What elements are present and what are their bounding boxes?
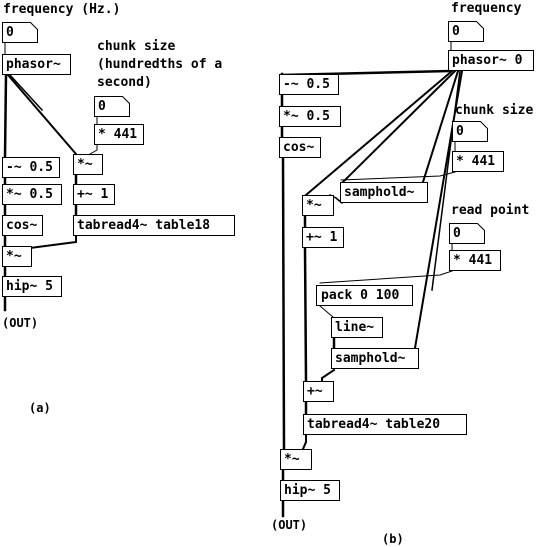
right-caption: (b) [382,532,404,546]
cord [431,70,461,291]
right-cos-object[interactable]: cos~ [279,137,321,158]
cord [281,156,286,451]
left-mul-05-object[interactable]: *~ 0.5 [2,184,62,205]
left-hip-object[interactable]: hip~ 5 [2,276,62,297]
left-frequency-number-box[interactable]: 0 [2,22,38,43]
right-mul-05-object[interactable]: *~ 0.5 [279,106,341,127]
cord [321,368,336,382]
number-box-outline [448,21,484,42]
left-mul-sig-a-object[interactable]: *~ [73,154,103,175]
right-plus-1-object[interactable]: +~ 1 [302,227,344,248]
cord [3,73,8,159]
number-box-outline [449,223,485,244]
left-frequency-label: frequency (Hz.) [3,2,121,17]
cord [8,73,44,112]
right-hip-object[interactable]: hip~ 5 [280,480,340,501]
right-read-point-label: read point [451,203,530,218]
right-read-point-number-box[interactable]: 0 [449,223,485,244]
number-box-outline [452,121,488,142]
number-box-value: 0 [453,226,461,241]
left-tabread4-object[interactable]: tabread4~ table18 [73,215,235,236]
cord [89,143,98,155]
left-phasor-object[interactable]: phasor~ [2,54,71,75]
right-pack-object[interactable]: pack 0 100 [316,285,413,306]
left-chunk-label-line3: second) [97,75,152,90]
right-phasor-object[interactable]: phasor~ 0 [448,50,534,71]
right-tabread4-object[interactable]: tabread4~ table20 [303,414,467,435]
left-chunk-label-line2: (hundredths of a [97,57,223,72]
right-mul-441-b-object[interactable]: * 441 [449,250,501,271]
number-box-value: 0 [452,24,460,39]
left-caption: (a) [29,401,51,415]
cord [28,235,77,250]
right-plus-sig-object[interactable]: +~ [303,381,334,402]
cord [319,270,453,284]
right-chunk-number-box[interactable]: 0 [452,121,488,142]
right-mul-sig-a-object[interactable]: *~ [302,195,334,216]
cord [304,69,454,197]
right-samphold-a-object[interactable]: samphold~ [340,182,428,203]
cord [6,73,78,156]
number-box-value: 0 [456,124,464,139]
left-chunk-number-box[interactable]: 0 [94,96,130,117]
cord [421,69,460,184]
number-box-value: 0 [98,99,106,114]
right-samphold-b-object[interactable]: samphold~ [331,348,419,369]
cord [340,171,456,181]
number-box-value: 0 [6,25,14,40]
left-out-label: (OUT) [2,316,39,330]
right-out-label: (OUT) [271,518,308,532]
right-mul-sig-b-object[interactable]: *~ [280,449,312,470]
right-mul-441-a-object[interactable]: * 441 [452,151,504,172]
right-frequency-number-box[interactable]: 0 [448,21,484,42]
cord [303,246,308,382]
right-chunk-label: chunk size [455,103,534,118]
left-chunk-label-line1: chunk size [97,39,176,54]
left-cos-object[interactable]: cos~ [2,215,43,236]
left-minus-05-object[interactable]: -~ 0.5 [2,157,60,178]
number-box-outline [2,22,38,43]
right-line-object[interactable]: line~ [331,317,383,338]
left-mul-sig-b-object[interactable]: *~ [2,246,32,267]
left-plus-1-object[interactable]: +~ 1 [73,184,115,205]
cord [319,305,334,318]
left-mul-441-object[interactable]: * 441 [94,124,144,145]
cord [301,434,307,451]
right-minus-05-object[interactable]: -~ 0.5 [279,74,339,95]
cord [341,69,457,184]
number-box-outline [94,96,130,117]
right-frequency-label: frequency [451,1,522,16]
